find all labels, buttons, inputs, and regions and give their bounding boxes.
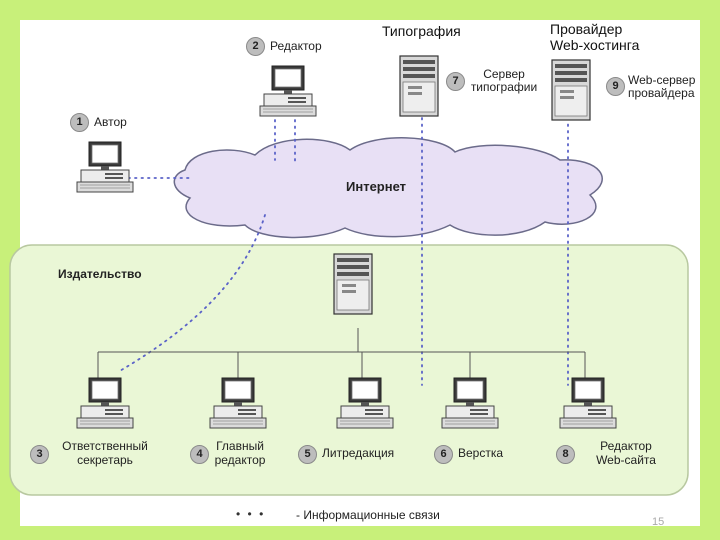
lan-wiring <box>97 328 586 378</box>
node-number-8: 8 <box>556 445 575 464</box>
node-number-9: 9 <box>606 77 625 96</box>
node-number-3: 3 <box>30 445 49 464</box>
node-number-6: 6 <box>434 445 453 464</box>
literary-editing-label: Литредакция <box>322 446 395 460</box>
chief-editor-label-2: редактор <box>214 453 266 467</box>
typography-server-icon <box>399 55 439 117</box>
publisher-server-icon <box>333 253 373 315</box>
legend-text: - Информационные связи <box>296 508 440 522</box>
layout-label: Верстка <box>458 446 504 460</box>
link-internet-secretary <box>117 214 266 373</box>
node-number-2: 2 <box>246 37 265 56</box>
chief-editor-label-1: Главный <box>216 439 264 453</box>
secretary-label-2: секретарь <box>77 453 133 467</box>
provider-server-label-1: Web-сервер <box>628 73 696 87</box>
node-number-1: 1 <box>70 113 89 132</box>
site-editor-label-1: Редактор <box>600 439 652 453</box>
typography-server-label-1: Сервер <box>483 67 525 81</box>
typography-title: Типография <box>382 23 461 39</box>
author-label: Автор <box>94 115 127 129</box>
lan-drops <box>97 352 586 378</box>
node-number-4: 4 <box>190 445 209 464</box>
page-number: 15 <box>652 516 665 528</box>
node-number-7: 7 <box>446 72 465 91</box>
information-links <box>117 117 569 386</box>
internet-cloud <box>173 137 603 239</box>
typography-server-label-2: типографии <box>470 80 538 94</box>
provider-title-line2: Web-хостинга <box>550 37 640 53</box>
secretary-label-1: Ответственный <box>62 439 148 453</box>
legend-dots: • • • <box>236 507 266 521</box>
site-editor-label-2: Web-сайта <box>596 453 656 467</box>
author-computer-icon <box>76 141 134 193</box>
internet-label: Интернет <box>346 179 407 194</box>
node-number-5: 5 <box>298 445 317 464</box>
editor-label: Редактор <box>270 39 322 53</box>
publisher-area <box>9 244 689 496</box>
provider-title-line1: Провайдер <box>550 21 623 37</box>
provider-server-label-2: провайдера <box>628 86 695 100</box>
editor-computer-icon <box>259 65 317 117</box>
provider-server-icon <box>551 59 591 121</box>
publisher-label: Издательство <box>58 267 142 281</box>
